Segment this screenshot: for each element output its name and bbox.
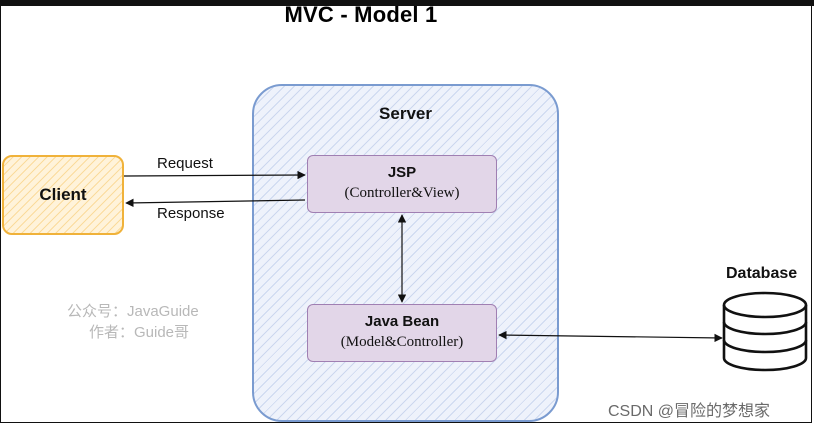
client-label: Client — [39, 185, 87, 204]
database-icon — [722, 291, 808, 372]
database-label: Database — [726, 265, 798, 282]
java-bean-title: Java Bean — [364, 313, 440, 330]
csdn-watermark: CSDN @冒险的梦想家 — [608, 403, 771, 420]
server-label: Server — [379, 104, 432, 123]
bean-database-arrow — [498, 330, 723, 343]
jsp-box: JSP (Controller&View) — [307, 155, 497, 213]
client-box: Client — [2, 155, 124, 235]
request-arrow — [123, 170, 306, 180]
java-bean-subtitle: (Model&Controller) — [340, 334, 464, 350]
response-label: Response — [157, 205, 225, 222]
jsp-title: JSP — [387, 164, 417, 181]
java-bean-box: Java Bean (Model&Controller) — [307, 304, 497, 362]
diagram-title: MVC - Model 1 — [284, 2, 438, 27]
watermark-line-1: 公众号：JavaGuide — [67, 303, 199, 320]
request-label: Request — [157, 155, 213, 172]
watermark-line-2: 作者：Guide哥 — [89, 324, 190, 341]
top-border — [0, 0, 814, 6]
response-arrow — [125, 198, 306, 208]
jsp-subtitle: (Controller&View) — [344, 185, 460, 201]
